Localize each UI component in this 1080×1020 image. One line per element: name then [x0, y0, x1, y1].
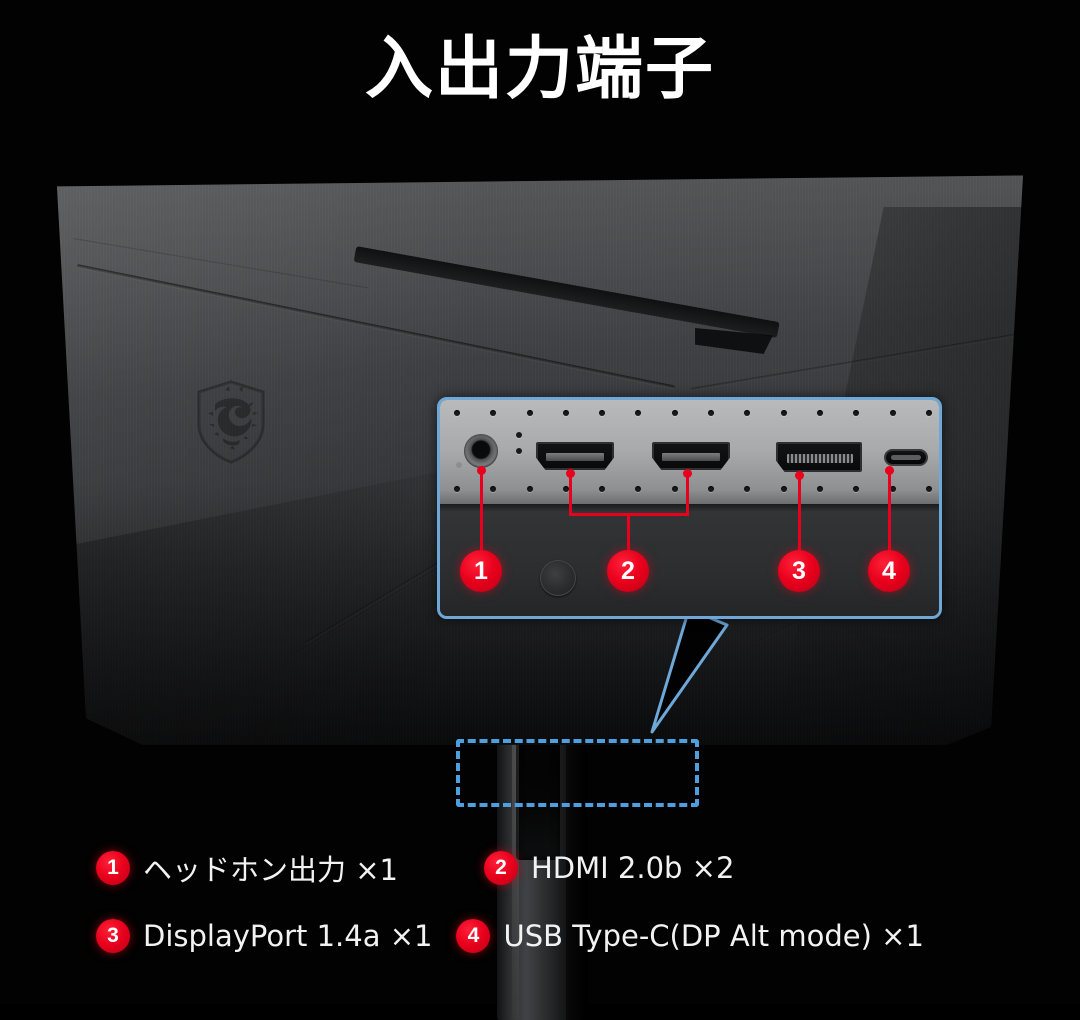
- legend-item-2: 2 HDMI 2.0b ×2: [483, 844, 735, 892]
- hdmi-tongue: [546, 453, 604, 461]
- usb-c-tongue: [891, 455, 921, 460]
- port-legend: 1 ヘッドホン出力 ×1 2 HDMI 2.0b ×2 3 DisplayPor…: [0, 836, 1080, 986]
- panel-vent-notch: [695, 328, 773, 354]
- vent-hole: [516, 432, 522, 438]
- legend-label-3: DisplayPort 1.4a ×1: [143, 919, 433, 953]
- hdmi-port-1: [536, 442, 614, 470]
- hdmi-port-2: [652, 442, 730, 470]
- panel-groove: [72, 238, 370, 290]
- legend-badge-4: 4: [456, 919, 491, 953]
- panel-groove: [690, 331, 1024, 391]
- callout-badge-2: 2: [607, 550, 649, 592]
- callout-badge-4: 4: [868, 550, 910, 592]
- panel-groove: [76, 264, 676, 390]
- legend-item-3: 3 DisplayPort 1.4a ×1: [96, 912, 432, 960]
- io-plate-edge: [440, 504, 939, 511]
- stand-highlight: [512, 620, 519, 1020]
- legend-badge-2: 2: [483, 851, 518, 885]
- legend-item-1: 1 ヘッドホン出力 ×1: [96, 844, 398, 892]
- vent-hole: [456, 462, 462, 468]
- monitor-illustration: 1 2 3 4: [0, 150, 1080, 1020]
- legend-label-2: HDMI 2.0b ×2: [530, 851, 735, 885]
- headphone-jack-port: [464, 434, 498, 468]
- panel-vent-slot: [353, 246, 780, 339]
- io-lower-shell: [440, 511, 939, 616]
- legend-row: 3 DisplayPort 1.4a ×1 4 USB Type-C(DP Al…: [96, 912, 924, 960]
- legend-badge-1: 1: [96, 851, 130, 885]
- displayport-tongue: [787, 454, 853, 463]
- legend-item-4: 4 USB Type-C(DP Alt mode) ×1: [456, 912, 924, 960]
- page-title: 入出力端子: [364, 30, 715, 109]
- displayport-port: [776, 442, 862, 472]
- vent-hole: [516, 448, 522, 454]
- callout-badge-1: 1: [460, 550, 502, 592]
- legend-label-4: USB Type-C(DP Alt mode) ×1: [503, 919, 924, 953]
- callout-badge-3: 3: [778, 550, 820, 592]
- msi-dragon-shield-logo: [197, 380, 265, 464]
- legend-label-1: ヘッドホン出力 ×1: [143, 853, 398, 887]
- osd-joystick-button[interactable]: [540, 560, 576, 596]
- legend-badge-3: 3: [96, 919, 130, 953]
- io-ports-callout-panel: 1 2 3 4: [437, 397, 942, 619]
- panel-facet-left: [56, 471, 443, 745]
- usb-type-c-port: [884, 449, 928, 466]
- panel-facet-top: [56, 175, 1024, 414]
- io-locator-dashed-box: [456, 739, 699, 807]
- legend-row: 1 ヘッドホン出力 ×1 2 HDMI 2.0b ×2: [96, 844, 734, 892]
- hdmi-tongue: [662, 453, 720, 461]
